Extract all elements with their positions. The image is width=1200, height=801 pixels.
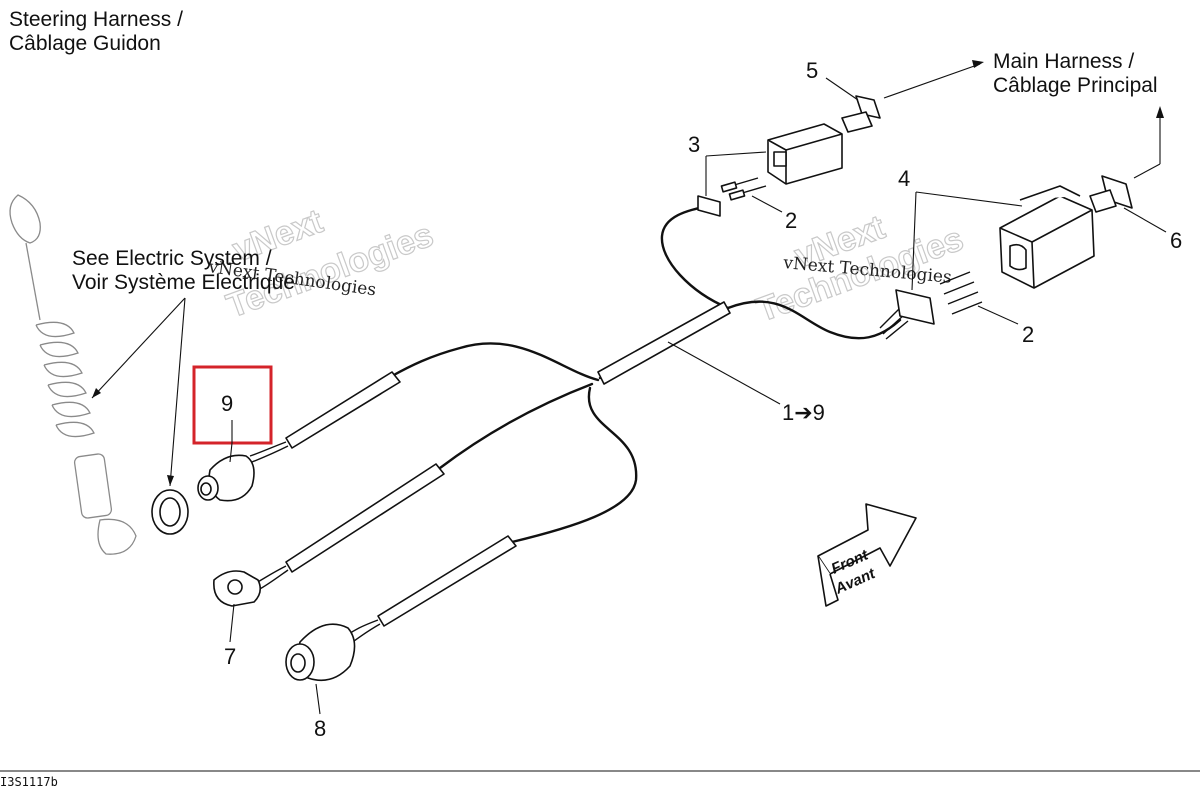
callout-9-highlight: 9 — [192, 365, 273, 463]
drawing-reference: I3S1117b — [0, 775, 58, 789]
part-9-switch — [197, 454, 255, 502]
part-5-clip — [841, 95, 881, 133]
front-arrow: Front Avant — [817, 503, 917, 607]
part-3-connector — [697, 123, 843, 217]
watermark: vNext Technologies vNext Technologies vN… — [206, 202, 969, 331]
callout-9: 9 — [221, 391, 233, 416]
callout-5: 5 — [806, 58, 818, 83]
electric-note-en: See Electric System / — [72, 247, 272, 270]
callout-7: 7 — [224, 644, 236, 669]
callout-2b: 2 — [1022, 322, 1034, 347]
diagram-title-en: Steering Harness / — [9, 8, 183, 31]
harness-wires — [249, 204, 909, 645]
main-harness-en: Main Harness / — [993, 50, 1134, 73]
part-4-connector — [895, 185, 1095, 325]
electric-note-leaders — [91, 297, 186, 487]
callout-3: 3 — [688, 132, 700, 157]
ring-washer — [151, 489, 189, 535]
callouts: 5 3 2 4 6 2 1➔9 7 8 — [224, 58, 1182, 741]
main-harness-fr: Câblage Principal — [993, 74, 1158, 97]
part-6-lock — [1089, 175, 1133, 213]
coil-cord-faint — [9, 194, 137, 555]
electric-note-fr: Voir Système Electrique — [72, 271, 295, 294]
callout-1-9: 1➔9 — [782, 400, 825, 425]
callout-6: 6 — [1170, 228, 1182, 253]
diagram-title-fr: Câblage Guidon — [9, 32, 161, 55]
callout-2a: 2 — [785, 208, 797, 233]
part-7-terminal — [213, 570, 262, 607]
callout-8: 8 — [314, 716, 326, 741]
callout-4: 4 — [898, 166, 910, 191]
part-8-sensor — [285, 623, 356, 682]
